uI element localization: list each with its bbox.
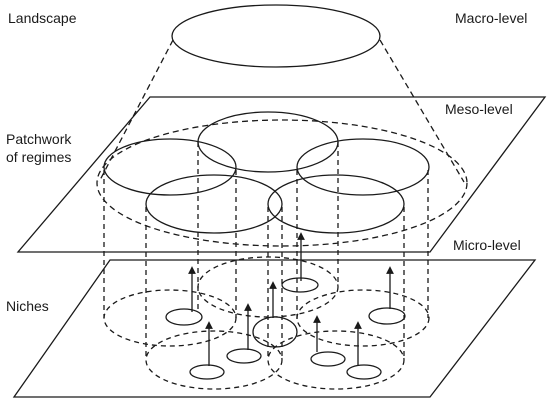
meso-plane — [16, 96, 547, 253]
landscape-ellipse — [171, 4, 381, 68]
niche-ellipses — [165, 277, 406, 380]
micro-plane — [12, 259, 537, 398]
landscape-cone — [96, 39, 468, 247]
niche-projection-ellipses — [103, 256, 430, 390]
landscape-label: Landscape — [8, 10, 77, 26]
regime-ellipses — [103, 111, 430, 234]
niches-label: Niches — [6, 298, 49, 314]
micro-level-label: Micro-level — [453, 237, 521, 253]
macro-level-label: Macro-level — [455, 10, 528, 26]
niche-arrows — [188, 232, 394, 366]
meso-level-label: Meso-level — [445, 101, 513, 117]
patchwork-label-line1: Patchwork — [6, 131, 72, 147]
projection-lines — [103, 142, 429, 360]
patchwork-label-line2: of regimes — [6, 149, 72, 165]
